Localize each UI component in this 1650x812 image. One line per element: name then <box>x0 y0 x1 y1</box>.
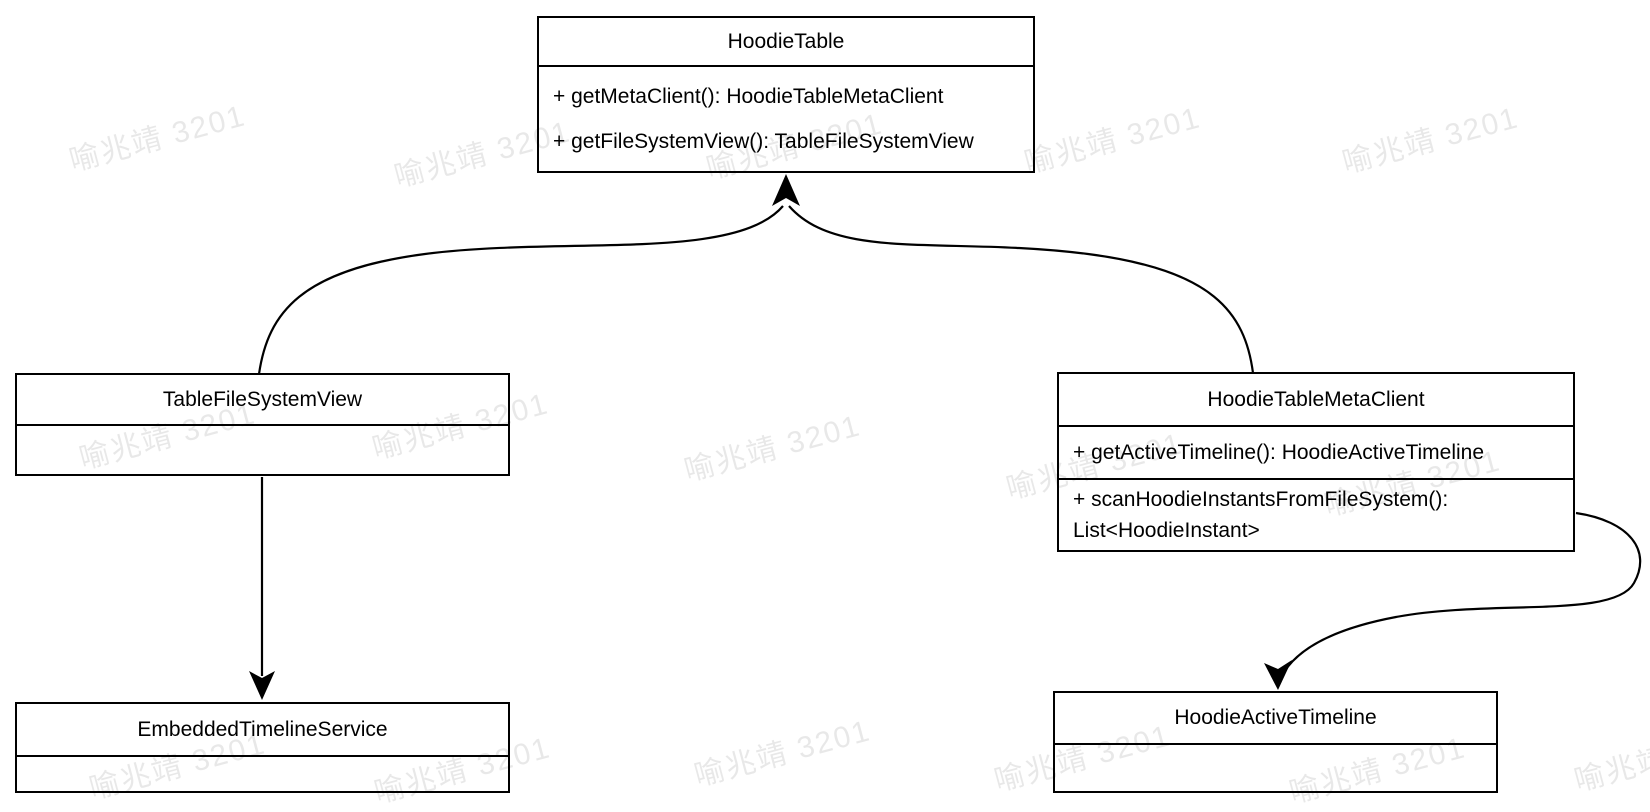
edge-arrowhead-up <box>772 174 800 206</box>
edge-metaclient-to-hoodietable <box>788 205 1255 374</box>
class-box-hoodietablemetaclient: HoodieTableMetaClient + getActiveTimelin… <box>1057 372 1575 552</box>
edge-metaclient-to-activetimeline <box>1283 511 1642 673</box>
method-getactivetimeline: + getActiveTimeline(): HoodieActiveTimel… <box>1059 425 1573 478</box>
edge-arrowhead-down-right <box>1264 660 1292 690</box>
method-getfilesystemview: + getFileSystemView(): TableFileSystemVi… <box>553 130 974 153</box>
class-box-hoodietable: HoodieTable + getMetaClient(): HoodieTab… <box>537 16 1035 173</box>
method-getmetaclient: + getMetaClient(): HoodieTableMetaClient <box>553 85 944 108</box>
class-title-hoodieactivetimeline: HoodieActiveTimeline <box>1174 706 1377 730</box>
class-title-tablefilesystemview: TableFileSystemView <box>162 387 363 411</box>
class-box-tablefilesystemview: TableFileSystemView <box>15 373 510 476</box>
edge-arrowhead-down-left <box>249 671 275 700</box>
class-box-embeddedtimelineservice: EmbeddedTimelineService <box>15 702 510 793</box>
class-empty-compartment <box>1055 743 1496 791</box>
class-box-hoodieactivetimeline: HoodieActiveTimeline <box>1053 691 1498 793</box>
class-empty-compartment <box>17 755 508 791</box>
class-empty-compartment <box>17 424 508 474</box>
class-title-hoodietable: HoodieTable <box>727 29 845 53</box>
class-title-hoodietablemetaclient: HoodieTableMetaClient <box>1207 387 1425 411</box>
edge-filesystemview-to-hoodietable <box>257 205 784 375</box>
class-title-embeddedtimelineservice: EmbeddedTimelineService <box>137 717 388 741</box>
class-methods-hoodietable: + getMetaClient(): HoodieTableMetaClient… <box>539 65 1033 171</box>
method-scanhoodieinstants: + scanHoodieInstantsFromFileSystem(): Li… <box>1059 478 1573 550</box>
